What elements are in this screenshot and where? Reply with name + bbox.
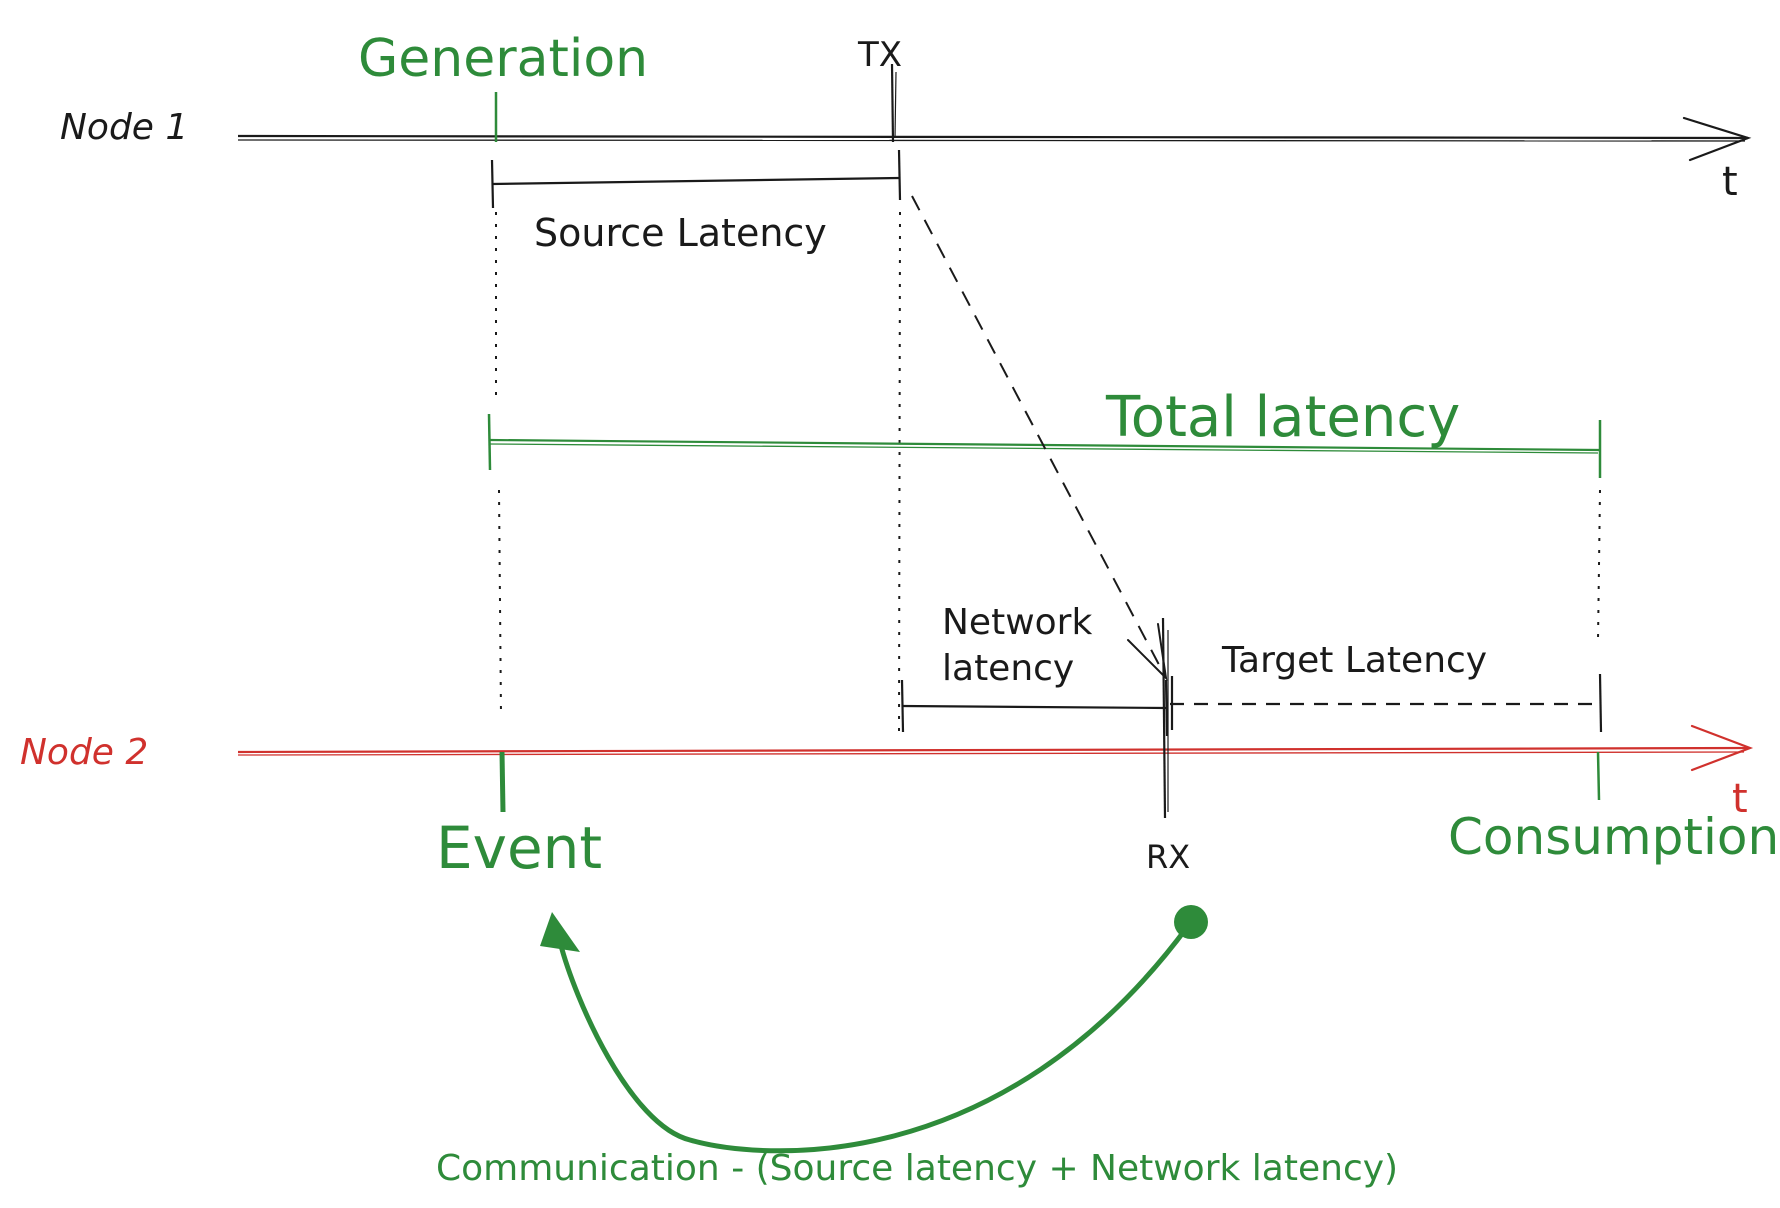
node1-axis-arrowhead bbox=[1682, 116, 1752, 162]
node1-label: Node 1 bbox=[60, 107, 188, 148]
tx-label: TX bbox=[857, 35, 902, 75]
network-latency-line bbox=[901, 704, 1167, 710]
node2-axis-arrowhead bbox=[1690, 724, 1754, 772]
source-latency-label: Source Latency bbox=[534, 211, 827, 255]
generation-marker: Generation bbox=[358, 29, 648, 142]
tx-tick bbox=[890, 63, 895, 143]
consumption-marker: Consumption bbox=[1448, 751, 1779, 866]
rx-marker: RX bbox=[1146, 617, 1190, 876]
message-dashed-line bbox=[911, 195, 1167, 679]
communication-origin-dot bbox=[1174, 905, 1208, 939]
consumption-label: Consumption bbox=[1448, 808, 1779, 866]
message-arrowhead bbox=[1127, 623, 1168, 681]
node2-axis-line bbox=[237, 746, 1749, 754]
consumption-guide bbox=[1597, 489, 1601, 641]
communication-curve bbox=[557, 923, 1191, 1154]
tx-marker: TX bbox=[857, 35, 902, 143]
tx-tick-sketch bbox=[894, 71, 897, 139]
event-label: Event bbox=[436, 814, 602, 882]
node1-axis-label: t bbox=[1722, 159, 1738, 205]
network-latency-label-line1: Network bbox=[942, 602, 1092, 643]
rx-tick bbox=[1161, 617, 1167, 819]
node1-axis-line bbox=[237, 134, 1749, 140]
total-latency-label: Total latency bbox=[1105, 385, 1460, 450]
tx-guide bbox=[898, 211, 901, 736]
target-latency-right-cap bbox=[1598, 673, 1603, 733]
source-latency-right-cap bbox=[897, 149, 902, 201]
network-latency-label-line2: latency bbox=[942, 648, 1074, 689]
rx-label: RX bbox=[1146, 838, 1190, 876]
communication-arrowhead bbox=[540, 912, 580, 952]
guide-lines bbox=[495, 211, 1601, 736]
node2-axis-line-sketch bbox=[237, 751, 1745, 756]
target-latency-label: Target Latency bbox=[1221, 640, 1487, 681]
generation-label: Generation bbox=[358, 29, 648, 89]
node2-axis-label: t bbox=[1732, 776, 1748, 822]
event-marker: Event bbox=[436, 751, 602, 882]
total-latency-bracket: Total latency bbox=[487, 385, 1602, 478]
network-latency-right-cap bbox=[1164, 679, 1169, 737]
source-latency-bracket: Source Latency bbox=[490, 149, 902, 255]
communication-arrow bbox=[540, 905, 1208, 1154]
node2-label: Node 2 bbox=[20, 732, 148, 773]
event-tick bbox=[499, 751, 506, 813]
source-latency-left-cap bbox=[490, 159, 495, 209]
node1-timeline: Node 1 t bbox=[60, 107, 1752, 205]
consumption-tick bbox=[1596, 751, 1601, 801]
message-arrow bbox=[911, 195, 1168, 681]
communication-caption: Communication - (Source latency + Networ… bbox=[436, 1148, 1398, 1189]
network-latency-left-cap bbox=[900, 679, 905, 733]
total-latency-line bbox=[489, 438, 1601, 452]
node1-axis-line-sketch bbox=[237, 139, 1746, 142]
node2-timeline: Node 2 t bbox=[20, 724, 1754, 822]
target-latency-bracket: Target Latency bbox=[1170, 640, 1603, 733]
generation-guide-lower bbox=[498, 489, 502, 716]
source-latency-line bbox=[491, 176, 901, 186]
total-latency-left-cap bbox=[487, 413, 492, 471]
network-latency-bracket: Network latency bbox=[900, 602, 1169, 737]
